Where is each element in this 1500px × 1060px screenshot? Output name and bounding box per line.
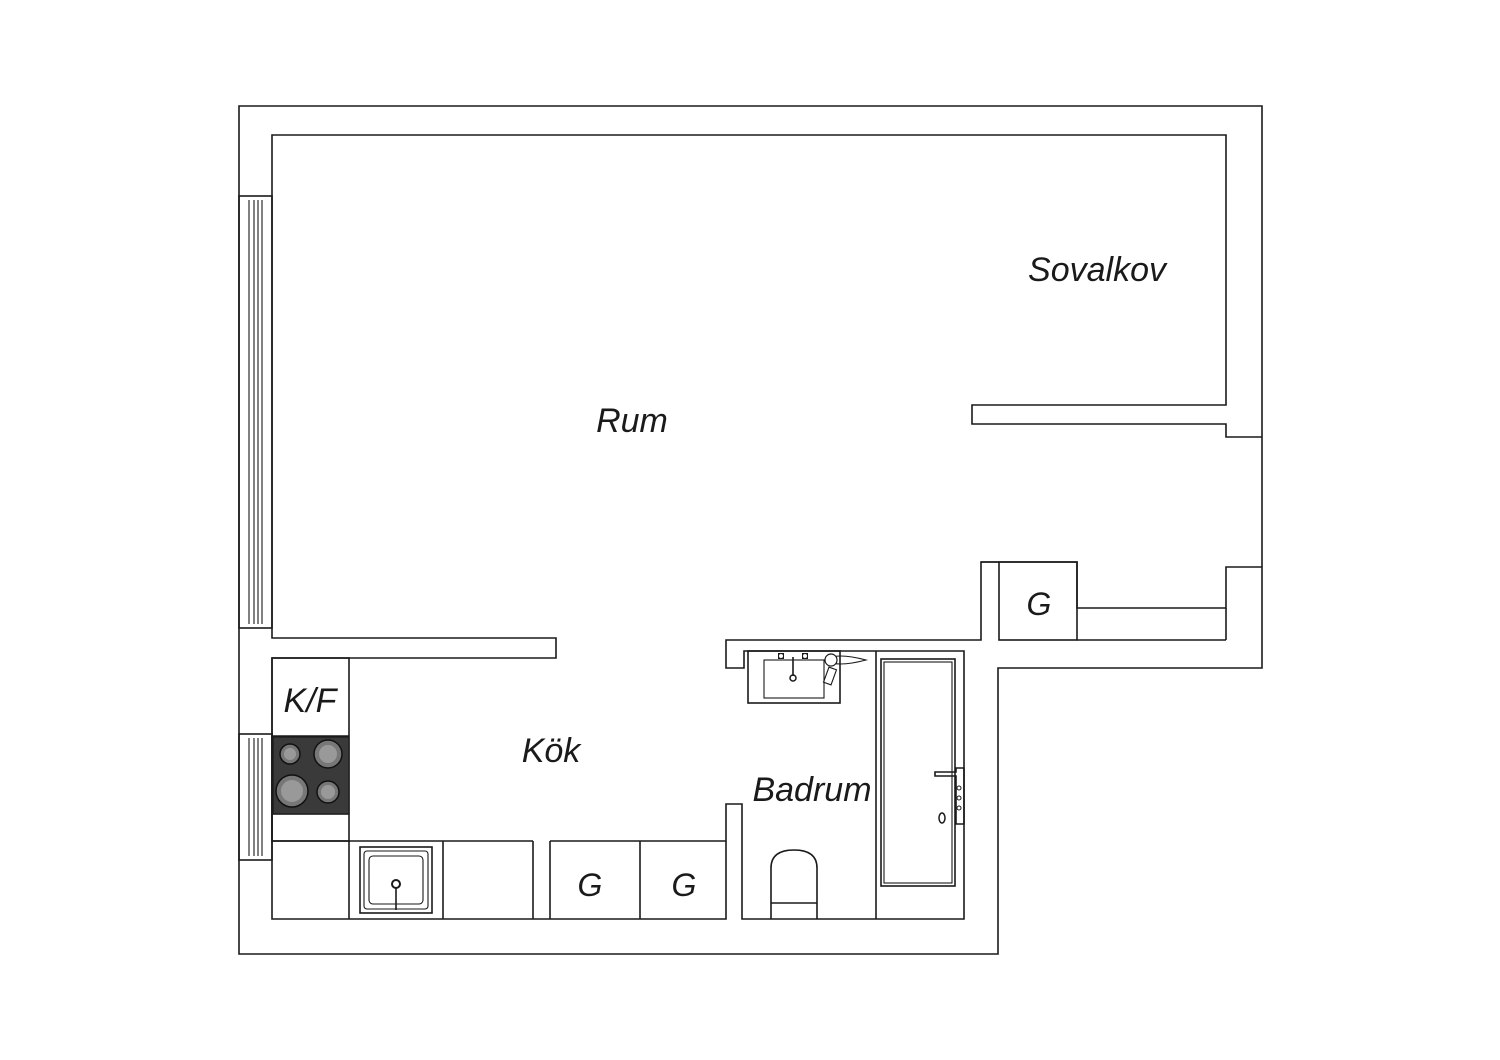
label-g-kitchen-2: G — [672, 867, 697, 903]
bathtub — [875, 651, 965, 919]
room-label-rum: Rum — [596, 402, 668, 440]
toilet — [770, 849, 818, 919]
label-g-kitchen-1: G — [578, 867, 603, 903]
label-kf: K/F — [284, 682, 339, 720]
outer-walls — [238, 105, 1263, 955]
bathroom-tap-fixture — [822, 653, 869, 686]
kitchen-sink — [359, 846, 433, 914]
cooktop — [272, 736, 350, 815]
room-label-sovalkov: Sovalkov — [1028, 251, 1168, 289]
window-left-upper — [238, 195, 273, 629]
kitchen-counter — [272, 840, 726, 919]
room-label-kok: Kök — [522, 732, 583, 770]
label-g-hall: G — [1027, 586, 1052, 622]
hall-closet — [981, 561, 1227, 641]
bathroom-sink — [747, 650, 841, 704]
room-label-badrum: Badrum — [752, 771, 871, 809]
